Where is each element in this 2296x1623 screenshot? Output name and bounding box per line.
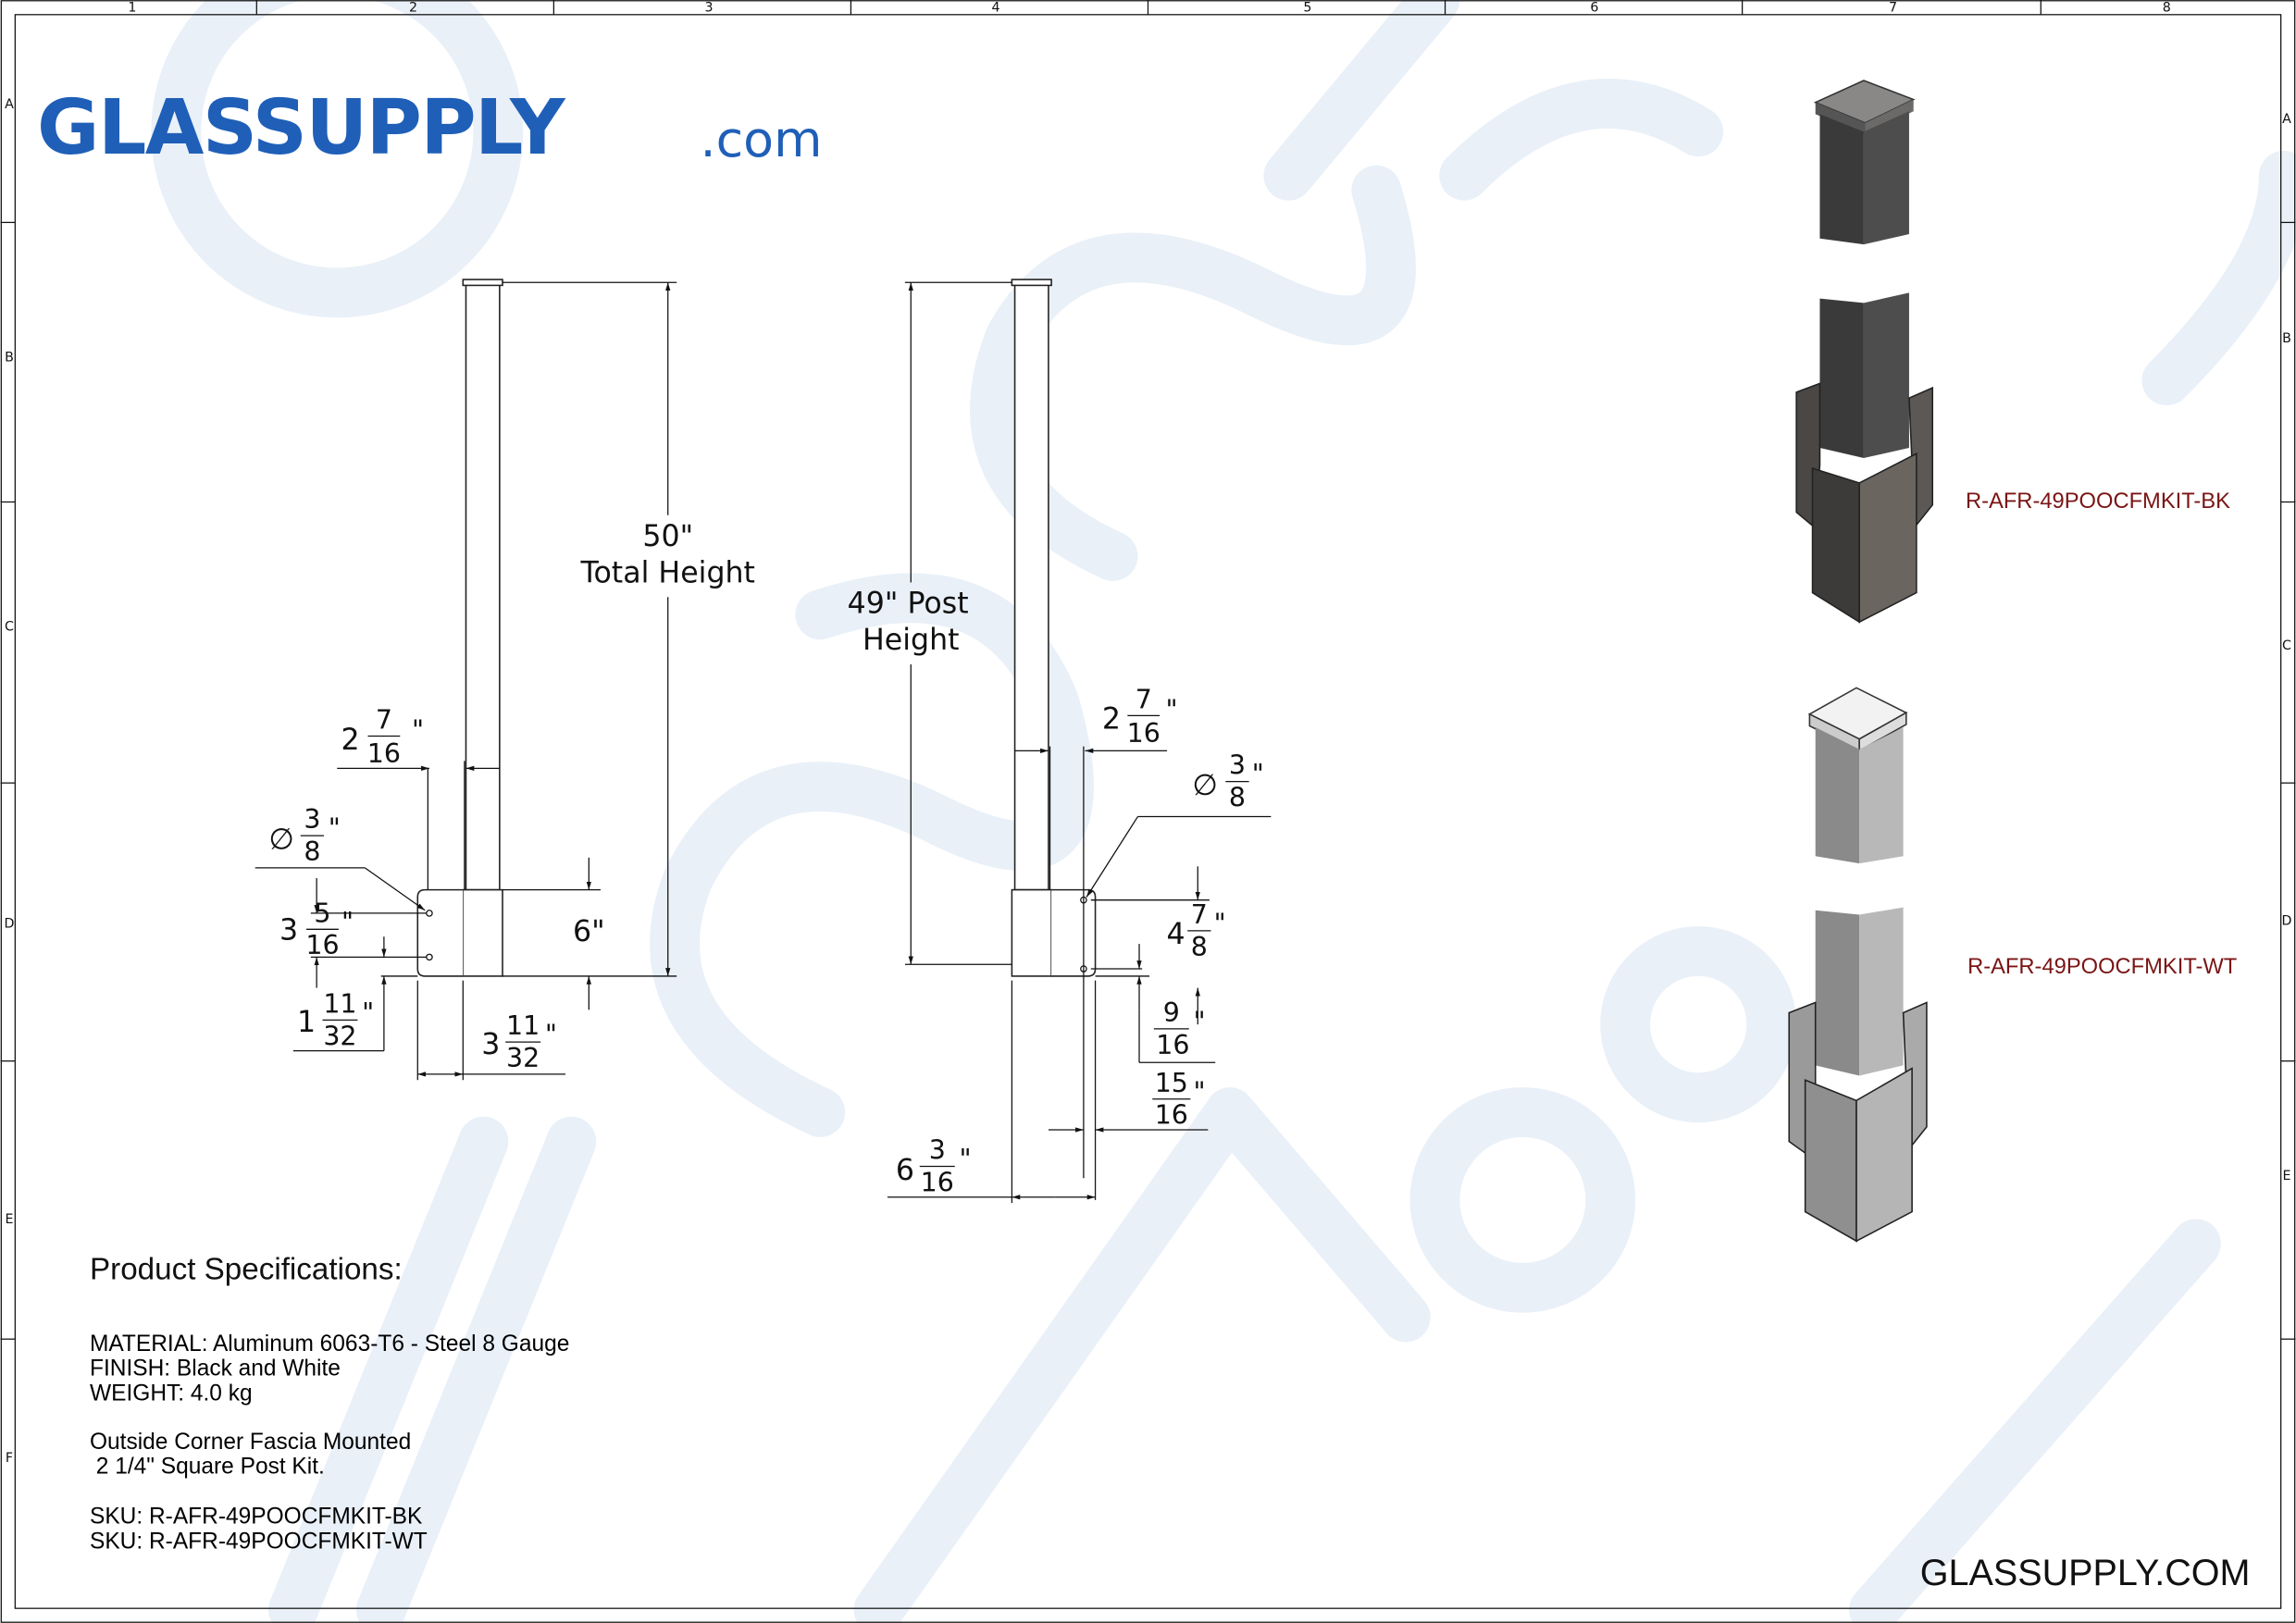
svg-text:": ": [1165, 695, 1177, 725]
post-height-label: 49" Post: [848, 588, 969, 621]
watermark-graphic: [151, 0, 2296, 1623]
svg-text:1: 1: [297, 1006, 316, 1039]
total-height-value: 50": [642, 520, 693, 553]
svg-text:7: 7: [376, 705, 392, 736]
specs-title: Product Specifications:: [90, 1252, 403, 1286]
svg-text:16: 16: [305, 930, 339, 960]
column-label: 7: [1889, 1, 1897, 16]
spec-sku-wt: SKU: R-AFR-49POOCFMKIT-WT: [90, 1529, 428, 1554]
svg-text:11: 11: [506, 1010, 540, 1041]
product-label-wt: R-AFR-49POOCFMKIT-WT: [1967, 955, 2237, 979]
column-label: 2: [409, 1, 417, 16]
svg-text:7: 7: [1191, 899, 1208, 930]
dimension-hole-edge-right: 15 16 ": [1152, 1068, 1206, 1131]
svg-text:9: 9: [1163, 997, 1180, 1028]
svg-text:": ": [1214, 908, 1226, 938]
dimension-overall-width: 6 3 16 ": [896, 1135, 972, 1198]
svg-text:": ": [959, 1144, 971, 1174]
svg-text:6: 6: [896, 1154, 914, 1187]
svg-text:32: 32: [506, 1043, 540, 1073]
column-label: 5: [1303, 1, 1311, 16]
row-label: E: [6, 1212, 14, 1227]
svg-text:16: 16: [921, 1167, 954, 1197]
svg-text:7: 7: [1136, 684, 1152, 714]
product-render-black: R-AFR-49POOCFMKIT-BK: [1795, 80, 2230, 624]
product-label-bk: R-AFR-49POOCFMKIT-BK: [1966, 489, 2230, 514]
glassupply-logo: GLASSUPPLY .com: [37, 84, 822, 172]
svg-text:8: 8: [1229, 782, 1246, 812]
svg-text:": ": [1194, 1076, 1206, 1107]
svg-text:16: 16: [1156, 1030, 1189, 1060]
spec-description: Outside Corner Fascia Mounted: [90, 1430, 411, 1455]
dimension-sleeve-height: 6": [573, 915, 605, 948]
row-label: A: [5, 97, 14, 112]
svg-text:16: 16: [1127, 718, 1160, 749]
column-label: 6: [1590, 1, 1598, 16]
row-label: A: [2282, 112, 2291, 127]
dimension-hole-bottom: 1 11 32 ": [297, 988, 374, 1051]
footer-brand: GLASSUPPLY.COM: [1920, 1553, 2251, 1593]
svg-text:": ": [545, 1020, 557, 1050]
row-label: D: [5, 917, 15, 932]
product-render-white: R-AFR-49POOCFMKIT-WT: [1788, 687, 2237, 1243]
dimension-hole-bottom-right: 9 16 ": [1153, 997, 1206, 1060]
row-label: B: [5, 351, 14, 365]
dimension-hole-diameter-right: ∅ 3 8 ": [1192, 750, 1263, 813]
row-label: E: [2282, 1169, 2290, 1183]
svg-text:": ": [1194, 1006, 1206, 1036]
spec-sku-bk: SKU: R-AFR-49POOCFMKIT-BK: [90, 1504, 423, 1529]
svg-text:GLASSUPPLY: GLASSUPPLY: [37, 84, 566, 172]
total-height-label: Total Height: [580, 556, 755, 589]
dimension-post-offset: 2 7 16 ": [341, 705, 424, 769]
svg-text:2: 2: [1102, 703, 1121, 737]
svg-text:16: 16: [1155, 1100, 1188, 1131]
svg-text:11: 11: [323, 988, 356, 1019]
svg-text:": ": [362, 997, 374, 1028]
dimension-plate-width: 3 11 32 ": [481, 1010, 557, 1073]
svg-text:": ": [412, 715, 424, 746]
spec-material: MATERIAL: Aluminum 6063-T6 - Steel 8 Gau…: [90, 1332, 569, 1357]
column-label: 8: [2163, 1, 2171, 16]
svg-text:": ": [341, 907, 354, 937]
dimension-hole-spacing-right: 4 7 8 ": [1166, 899, 1225, 962]
svg-text:3: 3: [1229, 750, 1246, 781]
left-elevation-drawing: 50" Total Height 2 7 16 " ∅ 3 8 " 3 5: [254, 279, 755, 1081]
svg-text:": ": [329, 813, 341, 844]
svg-text:.com: .com: [701, 110, 823, 168]
svg-text:16: 16: [367, 738, 401, 769]
svg-text:3: 3: [481, 1028, 500, 1061]
column-label: 3: [704, 1, 713, 16]
product-specifications: Product Specifications: MATERIAL: Alumin…: [90, 1252, 569, 1554]
dimension-hole-spacing: 3 5 16 ": [279, 898, 354, 960]
row-label: C: [2282, 638, 2291, 653]
column-label: 4: [991, 1, 999, 16]
svg-text:∅: ∅: [1192, 769, 1218, 802]
svg-text:∅: ∅: [268, 823, 294, 856]
row-label: F: [6, 1451, 13, 1466]
svg-text:": ": [1252, 759, 1264, 789]
spec-weight: WEIGHT: 4.0 kg: [90, 1381, 253, 1406]
row-label: D: [2282, 914, 2292, 929]
svg-text:2: 2: [341, 724, 359, 757]
row-label: C: [5, 620, 14, 635]
svg-text:8: 8: [1191, 932, 1208, 962]
svg-text:3: 3: [279, 913, 298, 947]
column-label: 1: [128, 1, 136, 16]
svg-text:4: 4: [1166, 918, 1185, 951]
svg-text:8: 8: [304, 836, 320, 867]
post-height-label-2: Height: [863, 624, 960, 657]
spec-description-2: 2 1/4" Square Post Kit.: [90, 1455, 325, 1480]
svg-text:3: 3: [929, 1135, 946, 1166]
svg-text:3: 3: [304, 804, 320, 835]
dimension-hole-diameter: ∅ 3 8 ": [268, 804, 340, 867]
spec-finish: FINISH: Black and White: [90, 1357, 341, 1381]
svg-text:32: 32: [323, 1021, 356, 1051]
dimension-post-offset-right: 2 7 16 ": [1102, 684, 1178, 748]
svg-text:5: 5: [314, 898, 330, 928]
svg-text:15: 15: [1155, 1068, 1188, 1098]
right-elevation-drawing: 49" Post Height 2 7 16 " ∅ 3 8 " 4 7: [848, 279, 1272, 1204]
row-label: B: [2282, 331, 2291, 346]
